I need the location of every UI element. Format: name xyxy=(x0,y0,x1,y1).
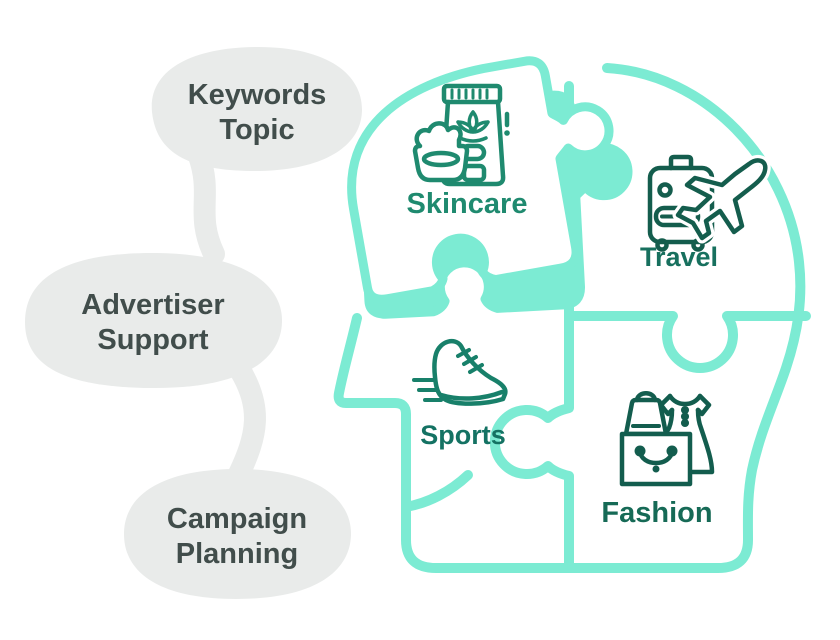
bubble-keywords-line2: Topic xyxy=(219,114,294,146)
bubble-connector-1 xyxy=(188,145,225,265)
puzzle-divider-vertical xyxy=(489,81,574,573)
bubble-keywords-line1: Keywords xyxy=(188,79,327,111)
bubble-campaign-planning xyxy=(124,469,352,599)
bubble-advertiser-line2: Support xyxy=(97,324,208,356)
puzzle-divider-horizontal xyxy=(564,311,811,373)
cheek-line xyxy=(401,470,473,512)
bubble-campaign-line1: Campaign xyxy=(167,503,307,535)
category-label-travel: Travel xyxy=(640,242,718,272)
bubble-chain: Keywords Topic Advertiser Support Campai… xyxy=(25,47,363,599)
head-puzzle: Travel Sports xyxy=(333,49,811,573)
suitcase-airplane-icon xyxy=(647,154,771,252)
travel-quadrant: Travel xyxy=(640,154,771,272)
skincare-quadrant: Skincare xyxy=(407,83,528,220)
category-label-sports: Sports xyxy=(420,420,506,450)
head-outline xyxy=(333,63,806,573)
bubble-advertiser-support xyxy=(25,253,283,389)
skincare-products-icon xyxy=(412,83,510,187)
category-label-fashion: Fashion xyxy=(601,497,712,529)
sports-quadrant: Sports xyxy=(412,338,508,450)
fashion-quadrant: Fashion xyxy=(601,391,715,529)
running-shoe-icon xyxy=(412,338,508,406)
bubble-campaign-line2: Planning xyxy=(176,538,298,570)
bubble-advertiser-line1: Advertiser xyxy=(81,289,224,321)
bubble-keywords-topic xyxy=(151,47,363,172)
category-label-skincare: Skincare xyxy=(407,188,528,220)
shopping-bags-dress-icon xyxy=(619,391,715,487)
bubble-connector-2 xyxy=(228,359,266,485)
